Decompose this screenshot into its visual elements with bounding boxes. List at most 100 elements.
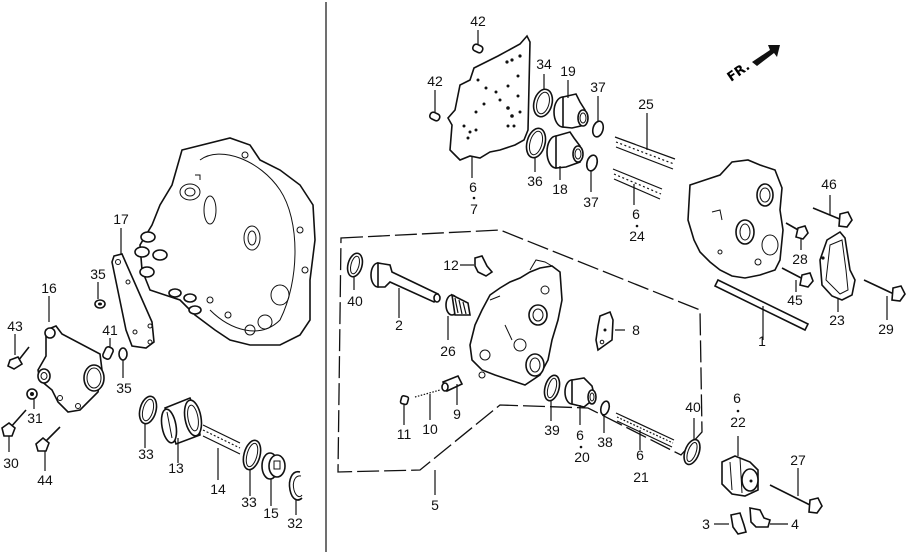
callout-6-20-top: 6 xyxy=(576,427,584,443)
callout-23: 23 xyxy=(829,312,845,328)
part-3-gasket xyxy=(730,512,747,535)
callout-6-20-bottom: 20 xyxy=(574,449,590,465)
valve-body-assembly-outline xyxy=(337,229,703,473)
part-37-ring-top xyxy=(591,120,605,138)
part-5-valve-body xyxy=(469,259,563,386)
part-40-oring-left xyxy=(346,252,364,278)
callout-40-left: 40 xyxy=(347,293,363,309)
callout-17: 17 xyxy=(113,211,129,227)
callout-33-left: 33 xyxy=(138,446,154,462)
part-42-pin-left xyxy=(428,111,441,122)
transmission-case xyxy=(134,137,316,346)
callout-6-21-bottom: 21 xyxy=(633,469,649,485)
callout-42-left: 42 xyxy=(427,73,443,89)
part-46-bolt xyxy=(812,207,853,228)
part-45-bolt xyxy=(781,267,814,288)
part-29-bolt xyxy=(863,279,906,302)
part-16-mount xyxy=(37,325,105,413)
part-20-piston xyxy=(564,377,597,408)
callout-39: 39 xyxy=(544,422,560,438)
callout-38: 38 xyxy=(597,434,613,450)
part-37-ring-bottom xyxy=(585,154,599,172)
part-39-oring xyxy=(543,374,561,402)
part-1-shaft xyxy=(713,278,810,332)
part-30-bolt xyxy=(1,409,27,437)
callout-14: 14 xyxy=(210,481,226,497)
callout-6-22-bottom: 22 xyxy=(730,414,746,430)
callout-16: 16 xyxy=(41,280,57,296)
callout-9: 9 xyxy=(453,406,461,422)
callout-6-22-top: 6 xyxy=(733,390,741,406)
callout-40-right: 40 xyxy=(685,399,701,415)
callout-6-7-top: 6 xyxy=(469,179,477,195)
part-25-spring xyxy=(614,136,676,170)
part-17-bracket xyxy=(111,253,155,349)
part-42-pin-top xyxy=(471,43,484,54)
callout-12: 12 xyxy=(443,257,459,273)
callout-43: 43 xyxy=(7,318,23,334)
callout-5: 5 xyxy=(431,497,439,513)
arrow-icon xyxy=(752,45,780,66)
callout-26: 26 xyxy=(440,343,456,359)
callout-13: 13 xyxy=(168,460,184,476)
part-10-spring xyxy=(414,389,441,398)
callout-31: 31 xyxy=(27,410,43,426)
callout-29: 29 xyxy=(878,321,894,337)
callout-36: 36 xyxy=(527,173,543,189)
callout-32: 32 xyxy=(287,515,303,531)
part-2-valve-shaft xyxy=(370,262,441,304)
callout-42-top: 42 xyxy=(470,13,486,29)
part-19-piston xyxy=(553,93,589,129)
callout-37-bottom: 37 xyxy=(583,194,599,210)
part-40-oring-right xyxy=(683,438,701,466)
callout-3: 3 xyxy=(702,516,710,532)
part-1-servo-body xyxy=(687,159,784,279)
callout-11: 11 xyxy=(397,426,412,442)
callout-35-top: 35 xyxy=(90,266,106,282)
part-26-spring xyxy=(445,293,471,316)
part-28-bolt xyxy=(785,222,809,240)
part-24-spring xyxy=(612,168,663,200)
callout-25: 25 xyxy=(638,96,654,112)
callout-4: 4 xyxy=(791,516,799,532)
front-direction-indicator: FR. xyxy=(725,45,780,85)
part-35-washer xyxy=(118,347,128,361)
callout-19: 19 xyxy=(560,63,576,79)
direction-label: FR. xyxy=(725,59,753,85)
callout-1: 1 xyxy=(758,333,766,349)
part-44-bolt xyxy=(35,426,61,452)
callout-6-7-bottom: 7 xyxy=(470,201,478,217)
callout-44: 44 xyxy=(37,472,53,488)
part-14-spring xyxy=(202,424,241,455)
part-38-ring xyxy=(599,400,611,416)
callout-34: 34 xyxy=(536,56,552,72)
callout-33-right: 33 xyxy=(241,494,257,510)
part-9-valve xyxy=(441,374,464,393)
part-12-clip xyxy=(474,255,494,277)
callout-10: 10 xyxy=(422,421,438,437)
part-22-cover xyxy=(721,455,759,497)
part-11-cap xyxy=(399,395,410,406)
part-4-clip xyxy=(749,507,771,528)
callout-6-24-top: 6 xyxy=(632,206,640,222)
callout-6-21-top: 6 xyxy=(636,447,644,463)
callout-28: 28 xyxy=(792,251,808,267)
part-21-spring xyxy=(615,412,675,448)
callout-15: 15 xyxy=(263,505,279,521)
part-33-oring-left xyxy=(138,395,158,425)
part-13-sleeve xyxy=(160,396,203,446)
callout-2: 2 xyxy=(395,317,403,333)
part-35-nut xyxy=(94,299,106,309)
part-23-cover xyxy=(819,230,856,301)
callout-46: 46 xyxy=(821,176,837,192)
callout-27: 27 xyxy=(790,452,806,468)
part-18-piston xyxy=(546,131,584,169)
part-8-plate xyxy=(595,310,614,352)
part-7-separator-plate xyxy=(447,34,531,161)
part-34-oring xyxy=(532,88,554,118)
part-27-bolt xyxy=(769,484,823,514)
callout-30: 30 xyxy=(3,455,19,471)
callout-8: 8 xyxy=(632,322,640,338)
callout-45: 45 xyxy=(787,292,803,308)
